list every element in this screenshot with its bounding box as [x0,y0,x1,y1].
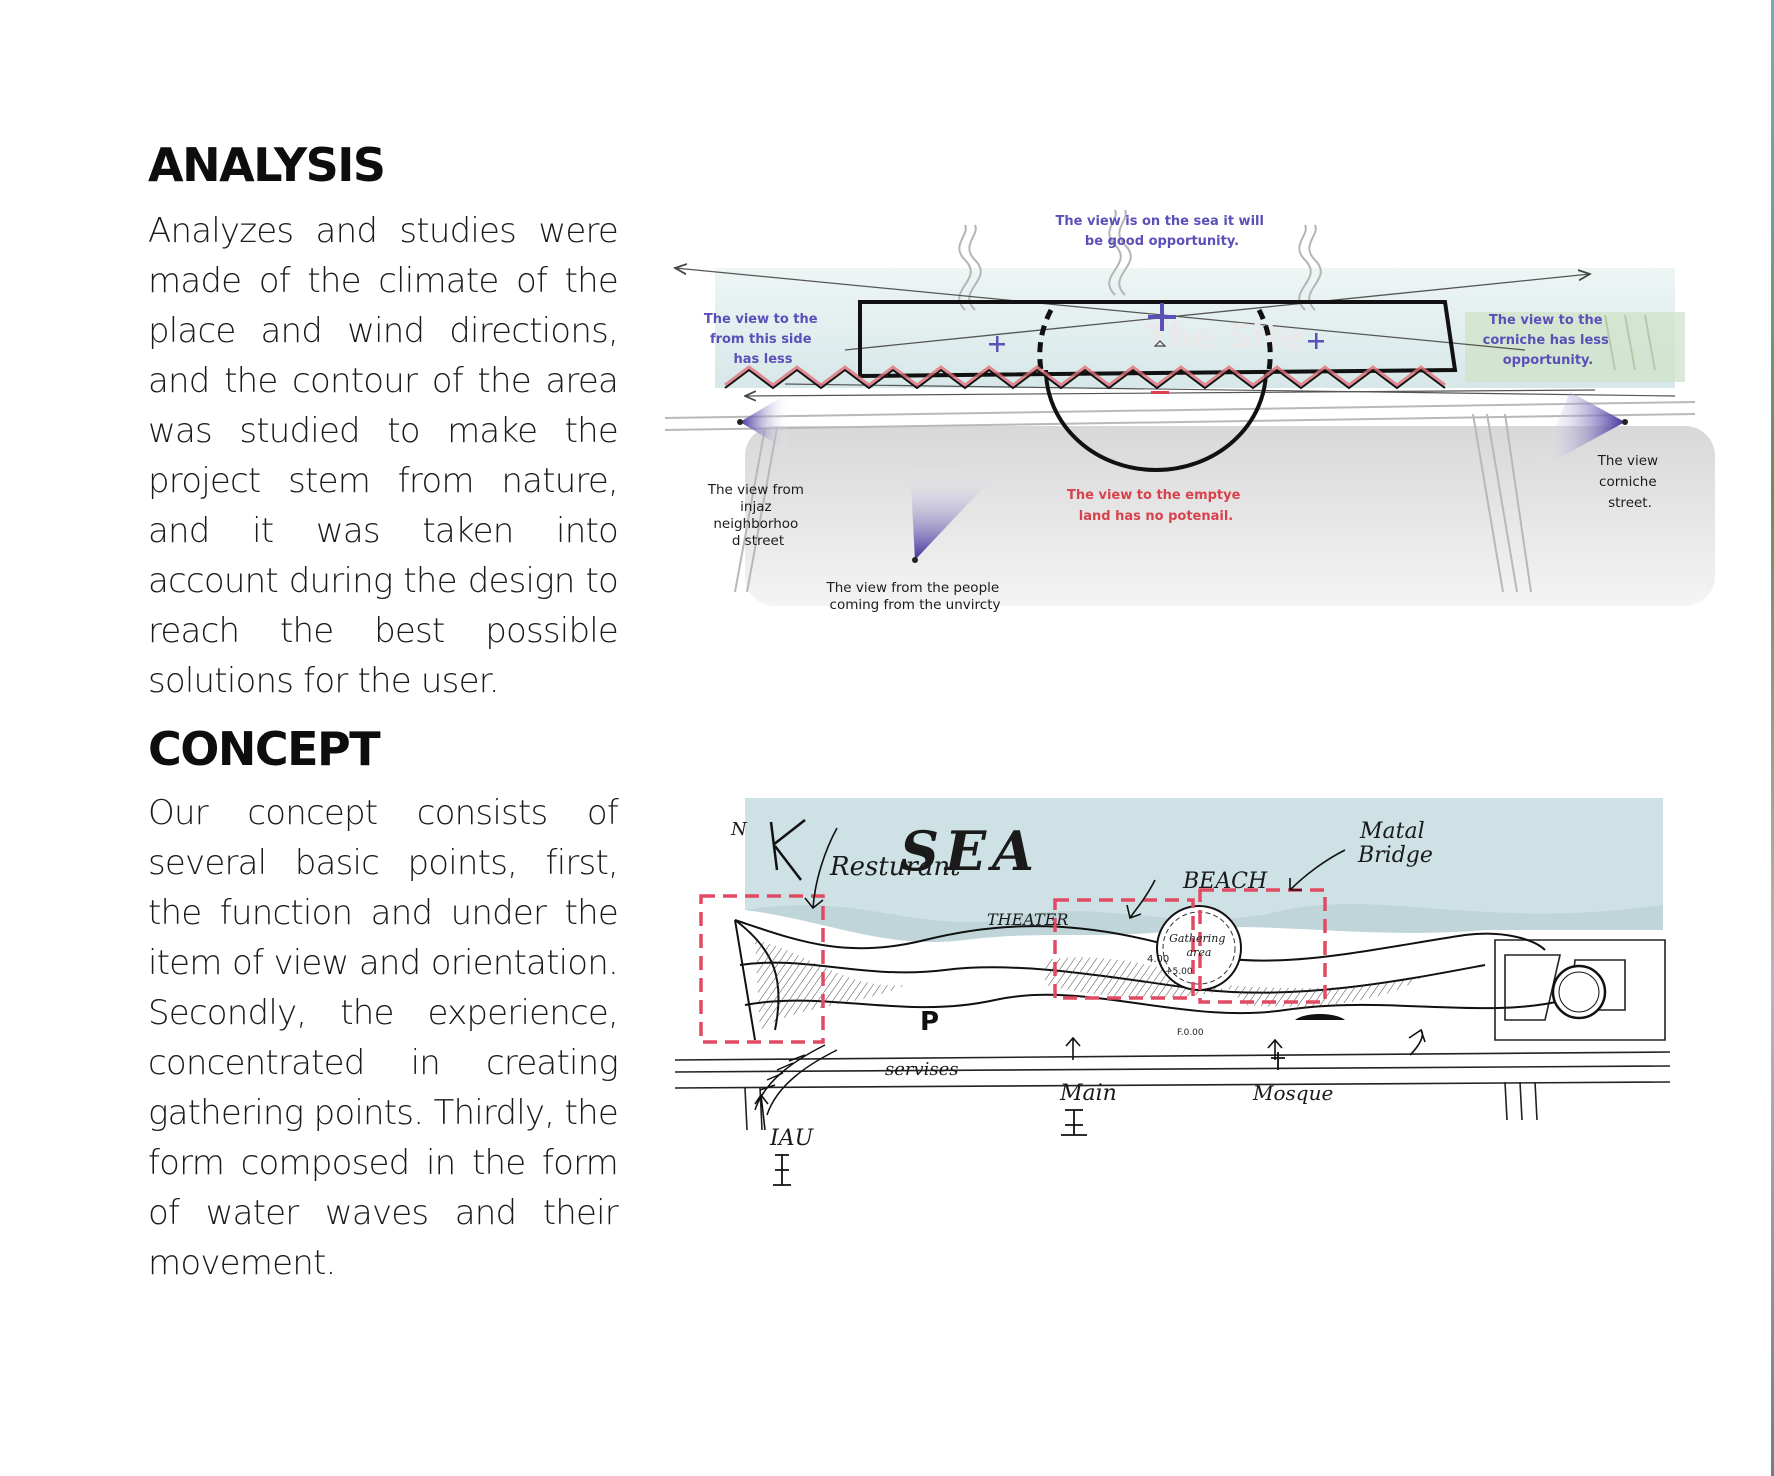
coastline-zigzag [724,368,1446,390]
opportunity-plus-icons [989,303,1324,352]
empty-land-zone [745,426,1715,606]
restaurant-label: Resturant [829,852,961,882]
parking-label: P [920,1007,939,1037]
land-view-arc [1044,369,1268,472]
site-watermark-label: The Site [1145,317,1303,357]
entrance-marks [773,1052,1285,1186]
left-view-label: The view to the from this side has less [704,312,822,367]
mosque-dome [1551,964,1607,1020]
injaz-street-label: The view from injaz neighborhoo d street [707,482,809,549]
level-label-1: 4.00 [1147,954,1169,965]
view-cone-left [740,392,790,452]
wind-arrow-east [844,274,1590,351]
sea-view-arc-right [1256,308,1273,371]
corniche-grid [1604,314,1656,371]
beach-label: BEACH [1182,869,1268,894]
corniche-green-zone [1465,312,1685,382]
analysis-paragraph: Analyzes and studies were made of the cl… [148,211,619,701]
view-cone-university [910,465,995,560]
north-arrow-icon [769,819,806,881]
services-label: servises [885,1059,959,1080]
corniche-street-label: The view corniche street. [1597,453,1663,511]
view-line-right [784,383,1676,397]
hatched-area-west [755,940,905,1030]
view-cone-right [1537,392,1625,470]
gathering-label: Gathering area [1169,932,1229,959]
entrance-stairs [754,1044,838,1116]
empty-land-label: The view to the emptye land has no poten… [1067,488,1245,524]
wind-arrow-west [675,268,1526,351]
level-label-2: +5.00 [1165,967,1193,977]
bridge-mark [1295,1014,1345,1020]
site-boundary [858,300,1458,379]
page-edge-strip [1771,0,1774,1476]
iau-label: IAU [769,1126,815,1151]
hatched-area-theater [1045,957,1225,998]
theater-label: THEATER [987,910,1068,929]
concept-paragraph: Our concept consists of several basic po… [148,793,619,1283]
coastline-zigzag-highlight [724,365,1446,387]
university-view-label: The view from the people coming from the… [826,580,1004,613]
north-label: N [730,819,748,840]
analysis-site-diagram: The Site The view is on the sea it will … [664,209,1715,613]
sketch-arrows [754,827,1426,1131]
corniche-view-label: The view to the corniche has less opport… [1483,313,1614,368]
minus-icon [1151,391,1169,394]
main-entrance-label: Main [1059,1081,1117,1106]
analysis-heading: ANALYSIS [148,138,386,192]
sea-view-arc-left [1037,308,1054,371]
road-lines [664,401,1696,593]
road-lines [674,939,1671,1131]
concept-sketch: N SEA Resturant BEACH Matal Bridge THEAT… [674,798,1671,1186]
view-arrow-left [745,389,1596,396]
sea-view-label: The view is on the sea it will be good o… [1056,214,1269,249]
sea-label: SEA [900,819,1040,883]
mosque-label: Mosque [1252,1081,1333,1105]
level-label-3: F.0.00 [1177,1028,1204,1038]
focus-dashed-boxes [699,888,1327,1044]
concept-heading: CONCEPT [148,722,381,776]
metal-bridge-label: Matal Bridge [1357,819,1433,868]
